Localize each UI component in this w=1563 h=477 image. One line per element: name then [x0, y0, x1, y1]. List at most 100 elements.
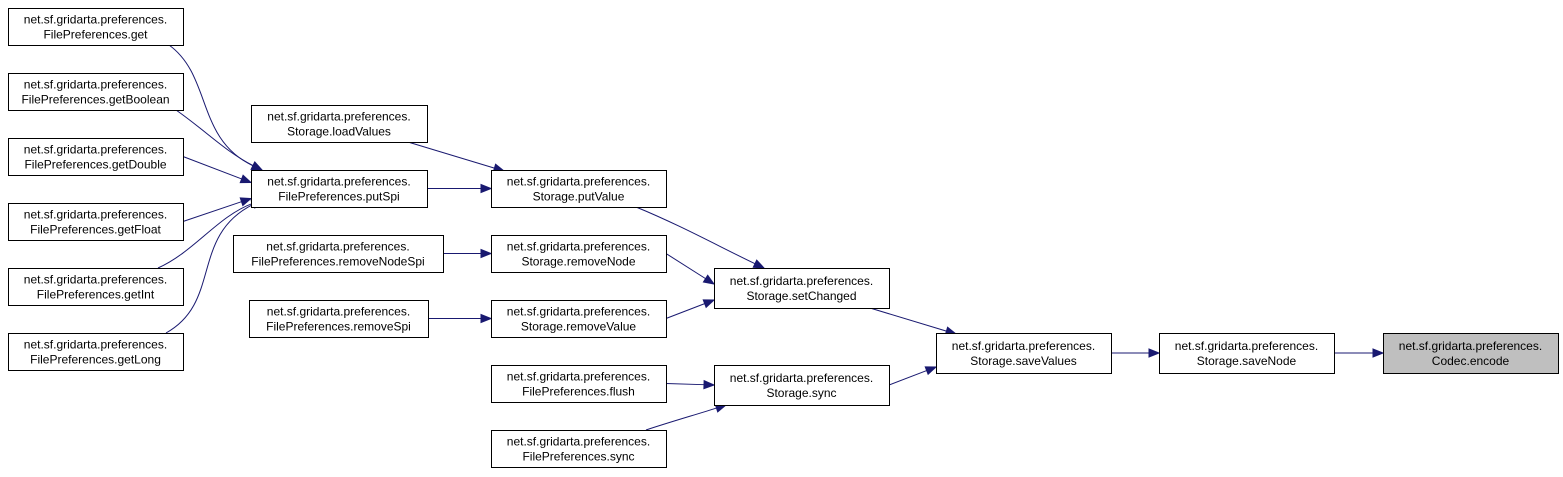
node-package-label: net.sf.gridarta.preferences. [730, 274, 873, 288]
node-package-label: net.sf.gridarta.preferences. [507, 435, 650, 449]
arrowhead [702, 274, 716, 285]
node-st-sync[interactable]: net.sf.gridarta.preferences.Storage.sync [714, 365, 890, 406]
node-fp-getDouble[interactable]: net.sf.gridarta.preferences.FilePreferen… [8, 138, 184, 176]
node-package-label: net.sf.gridarta.preferences. [952, 339, 1095, 353]
edge-line [407, 141, 495, 169]
arrowhead [480, 183, 493, 194]
node-fp-sync[interactable]: net.sf.gridarta.preferences.FilePreferen… [491, 430, 667, 468]
node-package-label: net.sf.gridarta.preferences. [507, 370, 650, 384]
node-st-removeValue[interactable]: net.sf.gridarta.preferences.Storage.remo… [491, 300, 667, 338]
node-box [936, 333, 1112, 374]
node-fp-getBoolean[interactable]: net.sf.gridarta.preferences.FilePreferen… [8, 73, 184, 111]
node-box [714, 268, 890, 309]
node-box [233, 235, 444, 273]
arrowhead [239, 174, 253, 184]
edge-st_sync-to-st_saveValues [888, 366, 938, 386]
node-method-label: Storage.loadValues [287, 125, 391, 139]
edge-line [182, 156, 242, 180]
node-method-label: FilePreferences.getBoolean [21, 93, 169, 107]
edge-line [157, 202, 253, 269]
node-package-label: net.sf.gridarta.preferences. [507, 240, 650, 254]
node-method-label: FilePreferences.putSpi [278, 190, 399, 204]
node-package-label: net.sf.gridarta.preferences. [267, 110, 410, 124]
edge-fp_getDouble-to-fp_putSpi [182, 156, 253, 184]
arrowhead [703, 379, 716, 390]
arrowhead [480, 248, 493, 259]
node-method-label: Storage.removeNode [521, 255, 635, 269]
edge-st_removeValue-to-st_setChanged [665, 299, 716, 319]
node-box [8, 203, 184, 241]
node-package-label: net.sf.gridarta.preferences. [267, 305, 410, 319]
node-st-saveNode[interactable]: net.sf.gridarta.preferences.Storage.save… [1159, 333, 1335, 374]
node-package-label: net.sf.gridarta.preferences. [1399, 339, 1542, 353]
arrowhead [1372, 348, 1385, 358]
node-package-label: net.sf.gridarta.preferences. [24, 78, 167, 92]
node-method-label: Storage.putValue [533, 190, 625, 204]
edge-line [888, 370, 927, 386]
edge-st_saveValues-to-st_saveNode [1111, 348, 1161, 358]
node-method-label: FilePreferences.getDouble [24, 158, 166, 172]
node-package-label: net.sf.gridarta.preferences. [267, 175, 410, 189]
node-box [491, 365, 667, 403]
edge-st_putValue-to-st_setChanged [635, 206, 766, 269]
node-package-label: net.sf.gridarta.preferences. [507, 175, 650, 189]
node-box [251, 170, 428, 208]
edge-line [175, 109, 254, 166]
node-codec-encode[interactable]: net.sf.gridarta.preferences.Codec.encode [1383, 333, 1559, 374]
node-st-setChanged[interactable]: net.sf.gridarta.preferences.Storage.setC… [714, 268, 890, 309]
edge-line [645, 407, 717, 431]
node-fp-flush[interactable]: net.sf.gridarta.preferences.FilePreferen… [491, 365, 667, 403]
arrowhead [924, 366, 938, 376]
node-package-label: net.sf.gridarta.preferences. [24, 208, 167, 222]
node-method-label: FilePreferences.getFloat [30, 223, 161, 237]
node-fp-getLong[interactable]: net.sf.gridarta.preferences.FilePreferen… [8, 333, 184, 371]
edge-st_setChanged-to-st_saveValues [869, 307, 958, 336]
node-method-label: FilePreferences.removeSpi [266, 320, 411, 334]
edge-st_loadValues-to-st_putValue [407, 141, 506, 173]
node-method-label: FilePreferences.removeNodeSpi [251, 255, 424, 269]
edge-fp_putSpi-to-st_putValue [427, 183, 493, 194]
node-box [491, 430, 667, 468]
node-box [714, 365, 890, 406]
node-box [491, 300, 667, 338]
arrowhead [752, 259, 766, 269]
node-box [491, 170, 667, 208]
arrowhead [1148, 348, 1161, 358]
edge-line [635, 206, 756, 265]
edge-st_removeNode-to-st_setChanged [665, 253, 716, 285]
node-package-label: net.sf.gridarta.preferences. [24, 273, 167, 287]
arrowhead [480, 313, 493, 324]
arrowhead [250, 161, 264, 171]
node-method-label: FilePreferences.sync [522, 450, 634, 464]
node-fp-removeNodeSpi[interactable]: net.sf.gridarta.preferences.FilePreferen… [233, 235, 444, 273]
node-st-loadValues[interactable]: net.sf.gridarta.preferences.Storage.load… [251, 105, 428, 143]
node-method-label: FilePreferences.flush [522, 385, 635, 399]
node-package-label: net.sf.gridarta.preferences. [1175, 339, 1318, 353]
node-fp-getFloat[interactable]: net.sf.gridarta.preferences.FilePreferen… [8, 203, 184, 241]
node-box [8, 138, 184, 176]
edge-fp_flush-to-st_sync [665, 379, 716, 390]
node-box [1383, 333, 1559, 374]
node-box [8, 73, 184, 111]
node-method-label: Storage.removeValue [521, 320, 637, 334]
node-fp-get[interactable]: net.sf.gridarta.preferences.FilePreferen… [8, 8, 184, 46]
edge-fp_removeSpi-to-st_removeValue [428, 313, 493, 324]
node-st-saveValues[interactable]: net.sf.gridarta.preferences.Storage.save… [936, 333, 1112, 374]
node-st-removeNode[interactable]: net.sf.gridarta.preferences.Storage.remo… [491, 235, 667, 273]
arrowhead [702, 299, 716, 309]
node-method-label: Storage.sync [766, 386, 836, 400]
node-method-label: FilePreferences.get [43, 28, 148, 42]
node-fp-removeSpi[interactable]: net.sf.gridarta.preferences.FilePreferen… [249, 300, 429, 338]
node-fp-getInt[interactable]: net.sf.gridarta.preferences.FilePreferen… [8, 268, 184, 306]
edge-line [665, 253, 706, 280]
node-method-label: Storage.setChanged [746, 289, 856, 303]
node-st-putValue[interactable]: net.sf.gridarta.preferences.Storage.putV… [491, 170, 667, 208]
node-package-label: net.sf.gridarta.preferences. [24, 143, 167, 157]
edge-st_saveNode-to-codec_encode [1334, 348, 1385, 358]
edge-line [165, 204, 254, 334]
edges-layer [157, 44, 1385, 431]
node-fp-putSpi[interactable]: net.sf.gridarta.preferences.FilePreferen… [251, 170, 428, 208]
edge-line [168, 44, 254, 167]
node-package-label: net.sf.gridarta.preferences. [24, 338, 167, 352]
